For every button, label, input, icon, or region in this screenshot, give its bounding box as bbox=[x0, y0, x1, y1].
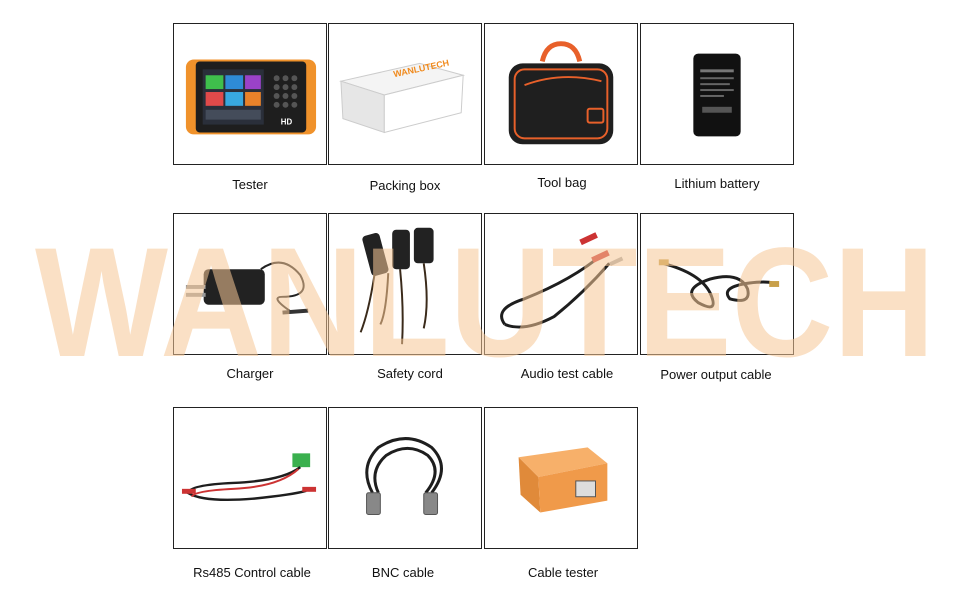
caption-packing-box: Packing box bbox=[369, 178, 441, 193]
caption-tester: Tester bbox=[232, 177, 268, 192]
tester-photo: HD bbox=[173, 23, 327, 165]
packing-box-photo: WANLUTECH bbox=[328, 23, 482, 165]
caption-lithium-battery: Lithium battery bbox=[674, 176, 760, 191]
caption-audio-test-cable: Audio test cable bbox=[520, 366, 614, 381]
bnc-cable-photo bbox=[328, 407, 482, 549]
lithium-battery-photo bbox=[640, 23, 794, 165]
caption-rs485-control-cable: Rs485 Control cable bbox=[193, 565, 311, 580]
cable-tester-photo bbox=[484, 407, 638, 549]
caption-charger: Charger bbox=[226, 366, 274, 381]
svg-text:HD: HD bbox=[281, 118, 293, 127]
tool-bag-photo bbox=[484, 23, 638, 165]
audio-test-cable-photo bbox=[484, 213, 638, 355]
power-output-cable-photo bbox=[640, 213, 794, 355]
caption-power-output-cable: Power output cable bbox=[660, 367, 772, 382]
rs485-control-cable-photo bbox=[173, 407, 327, 549]
charger-photo bbox=[173, 213, 327, 355]
safety-cord-photo bbox=[328, 213, 482, 355]
caption-safety-cord: Safety cord bbox=[377, 366, 443, 381]
caption-tool-bag: Tool bag bbox=[537, 175, 587, 190]
caption-cable-tester: Cable tester bbox=[527, 565, 599, 580]
caption-bnc-cable: BNC cable bbox=[371, 565, 435, 580]
